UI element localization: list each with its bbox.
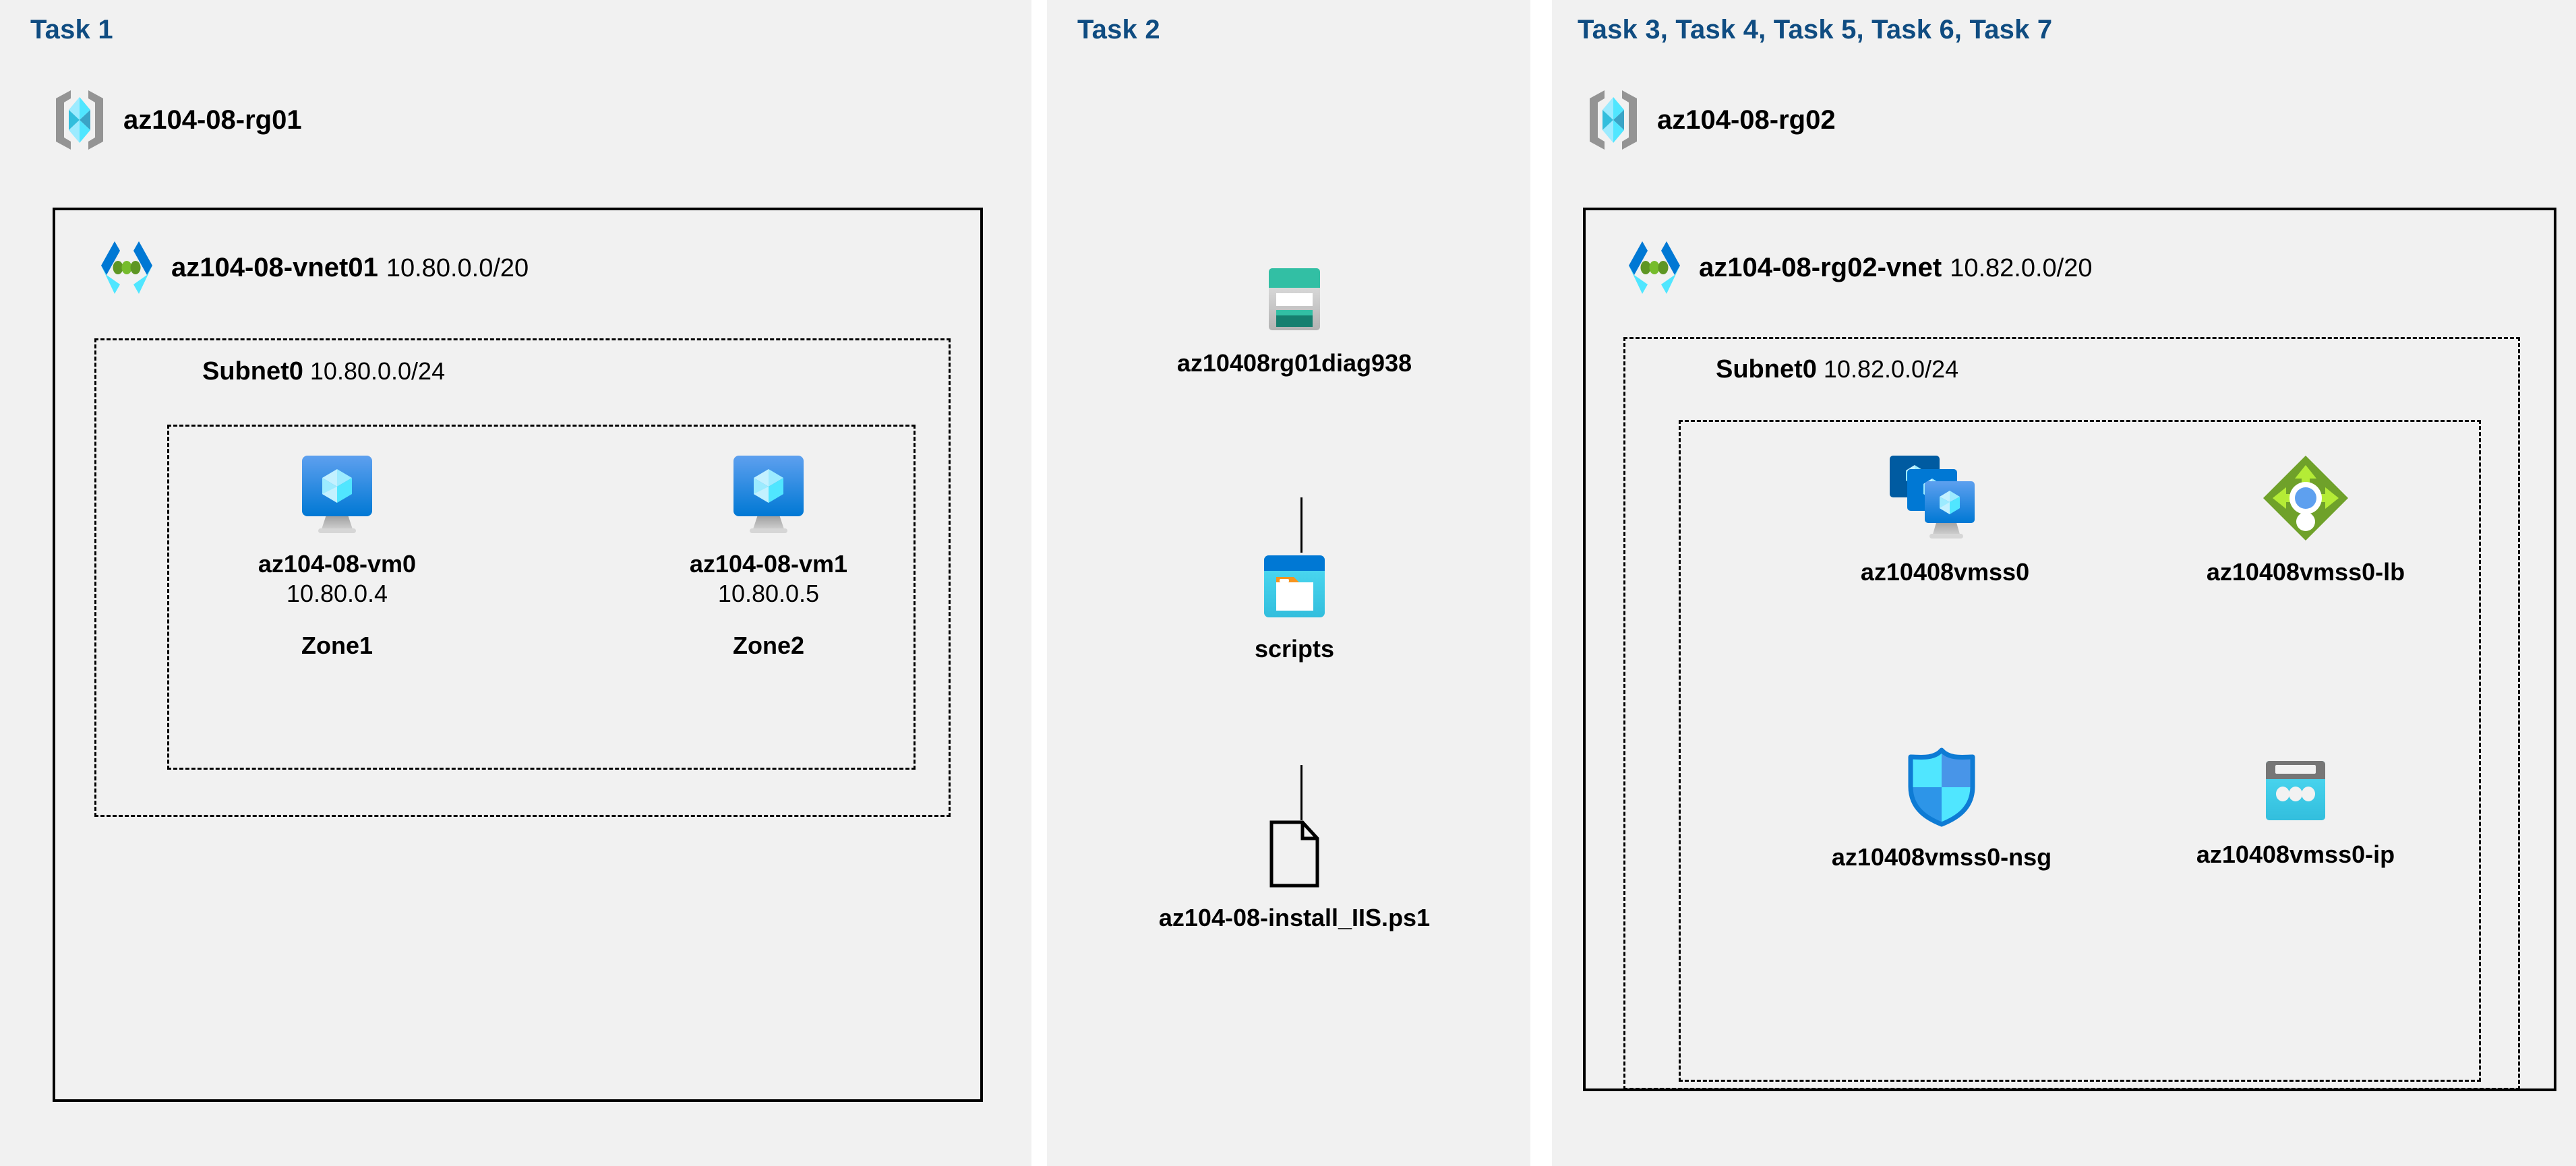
resource-group-icon: [1584, 88, 1642, 152]
vnet-label-group: az104-08-vnet01 10.80.0.0/20: [171, 253, 529, 283]
connector-container-to-file: [1300, 765, 1302, 820]
task2-header: Task 2: [1077, 15, 1160, 44]
subnet-cidr: 10.80.0.0/24: [309, 357, 446, 385]
vm-name: az104-08-vm1: [689, 550, 848, 578]
storage-account-node[interactable]: az10408rg01diag938: [1119, 264, 1470, 377]
public-ip-address-name: az10408vmss0-ip: [2196, 840, 2395, 868]
script-file-node[interactable]: az104-08-install_IIS.ps1: [1079, 819, 1510, 932]
vnet-cidr: 10.82.0.0/20: [1950, 253, 2093, 282]
vnet-header-row: az104-08-rg02-vnet 10.82.0.0/20: [1625, 239, 2093, 297]
public-ip-address-node[interactable]: az10408vmss0-ip: [2127, 758, 2464, 869]
vm-availability-zone-group-box: [167, 425, 916, 770]
vnet-header-row: az104-08-vnet01 10.80.0.0/20: [97, 239, 529, 297]
vm-zone: Zone1: [301, 632, 373, 660]
vm-zone: Zone2: [732, 632, 804, 660]
resource-group-label: az104-08-rg01: [123, 104, 302, 135]
vnet-name: az104-08-rg02-vnet: [1699, 252, 1942, 282]
vnet-az104-08-vnet01-box: az104-08-vnet01 10.80.0.0/20: [53, 208, 983, 1102]
vm-node-az104-08-vm0[interactable]: az104-08-vm0 10.80.0.4 Zone1: [196, 453, 479, 660]
vnet-name: az104-08-vnet01: [171, 252, 378, 282]
resource-group-label: az104-08-rg02: [1657, 104, 1836, 135]
vmss-resources-group-box: [1679, 420, 2481, 1082]
network-security-group-icon: [1904, 745, 1979, 828]
virtual-machine-icon: [729, 453, 808, 536]
storage-account-name: az10408rg01diag938: [1176, 349, 1412, 377]
blob-container-node[interactable]: scripts: [1149, 553, 1439, 663]
vm-scale-set-node[interactable]: az10408vmss0: [1770, 453, 2120, 586]
vnet-label-group: az104-08-rg02-vnet 10.82.0.0/20: [1699, 253, 2093, 283]
vm-node-az104-08-vm1[interactable]: az104-08-vm1 10.80.0.5 Zone2: [627, 453, 910, 660]
subnet-name: Subnet0: [202, 357, 303, 386]
virtual-network-icon: [97, 239, 156, 297]
load-balancer-icon: [2260, 453, 2351, 543]
vm-name: az104-08-vm0: [258, 550, 417, 578]
load-balancer-name: az10408vmss0-lb: [2206, 558, 2405, 586]
task3-header: Task 3, Task 4, Task 5, Task 6, Task 7: [1578, 15, 2053, 44]
load-balancer-node[interactable]: az10408vmss0-lb: [2130, 453, 2481, 586]
subnet-name: Subnet0: [1716, 355, 1817, 383]
network-security-group-node[interactable]: az10408vmss0-nsg: [1753, 745, 2130, 871]
subnet0-rg01-box: [94, 338, 951, 817]
vm-ip-address: 10.80.0.4: [286, 580, 388, 608]
subnet-cidr: 10.82.0.0/24: [1823, 355, 1959, 383]
task1-header: Task 1: [30, 15, 113, 44]
file-document-icon: [1266, 819, 1323, 889]
vnet-az104-08-rg02-vnet-box: az104-08-rg02-vnet 10.82.0.0/20: [1583, 208, 2556, 1091]
blob-container-name: scripts: [1254, 635, 1335, 663]
vm-scale-set-name: az10408vmss0: [1860, 558, 2030, 586]
storage-account-icon: [1263, 264, 1326, 334]
blob-container-icon: [1261, 553, 1328, 620]
vm-ip-address: 10.80.0.5: [717, 580, 820, 608]
subnet0-rg02-box: [1623, 337, 2520, 1090]
resource-group-rg01: az104-08-rg01: [51, 88, 302, 152]
public-ip-address-icon: [2260, 758, 2331, 826]
vm-scale-set-icon: [1888, 453, 2002, 543]
vnet-cidr: 10.80.0.0/20: [386, 253, 529, 282]
connector-storage-to-container: [1300, 497, 1302, 553]
task3-panel: [1552, 0, 2576, 1166]
virtual-network-icon: [1625, 239, 1684, 297]
network-security-group-name: az10408vmss0-nsg: [1831, 843, 2052, 871]
resource-group-rg02: az104-08-rg02: [1584, 88, 1836, 152]
resource-group-icon: [51, 88, 109, 152]
virtual-machine-icon: [298, 453, 376, 536]
script-file-name: az104-08-install_IIS.ps1: [1158, 904, 1431, 931]
task1-panel: [0, 0, 1031, 1166]
